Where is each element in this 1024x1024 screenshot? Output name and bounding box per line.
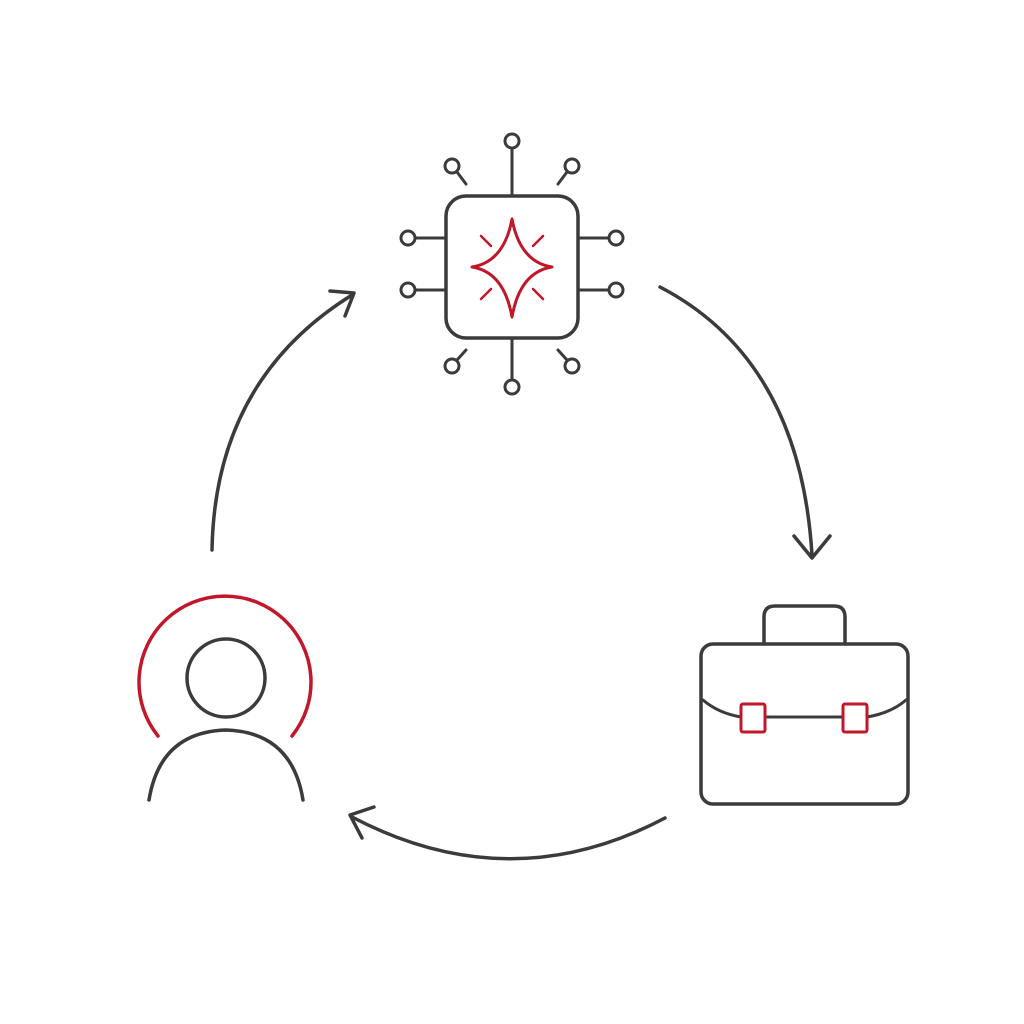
person-head xyxy=(185,637,267,719)
arrow-chip-to-briefcase xyxy=(658,285,832,560)
arrow-briefcase-to-person xyxy=(348,805,667,861)
person-shoulders xyxy=(147,728,305,802)
briefcase-latch-left xyxy=(739,702,767,734)
briefcase-icon xyxy=(699,604,910,806)
chip-pins xyxy=(399,132,625,396)
ai-chip-icon xyxy=(399,132,625,396)
briefcase-latch-right xyxy=(841,702,869,734)
arrow-person-to-chip xyxy=(210,289,356,552)
person-halo xyxy=(137,594,313,738)
sparkle-icon xyxy=(470,217,554,319)
person-icon xyxy=(137,594,313,802)
